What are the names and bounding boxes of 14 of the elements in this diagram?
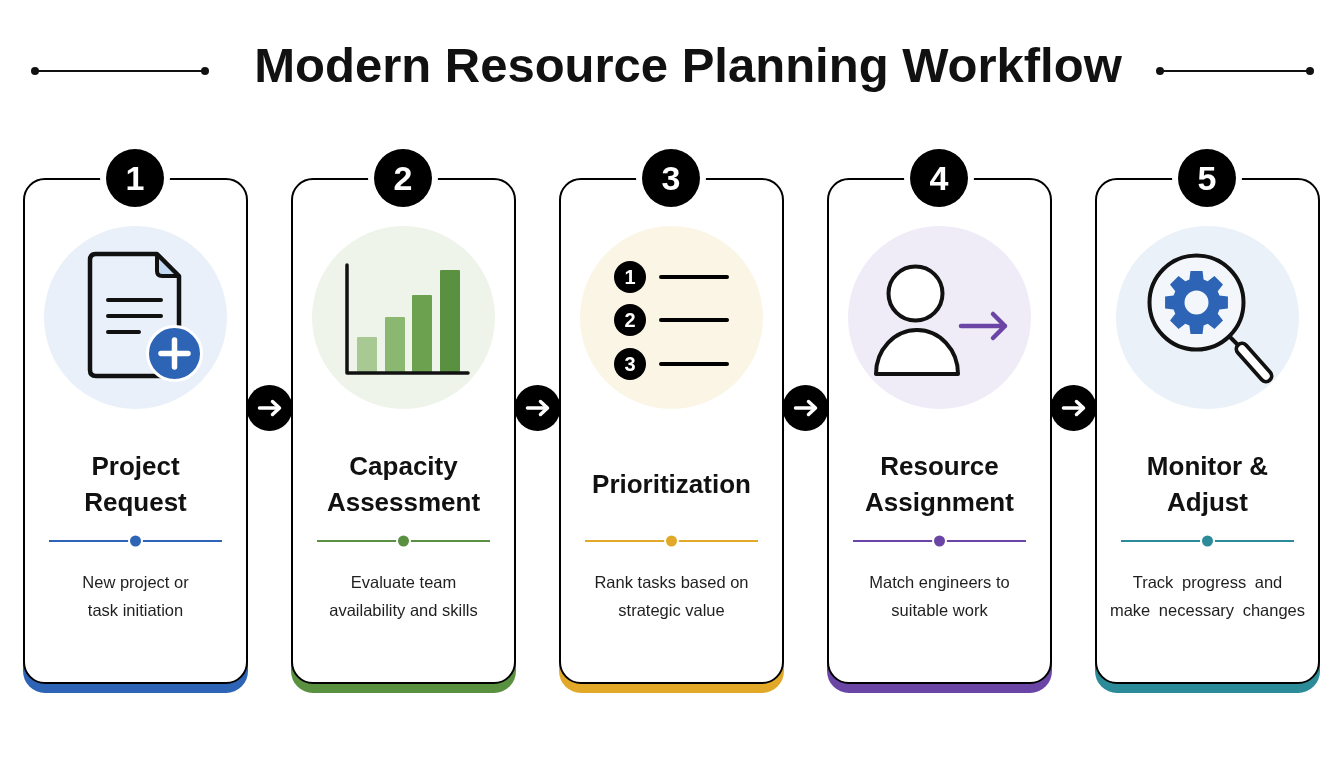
step-title: Prioritization [592, 468, 751, 501]
step-description: Rank tasks based on strategic value [593, 572, 750, 621]
diagram-title: Modern Resource Planning Workflow [254, 37, 1122, 94]
step-description: Match engineers to suitable work [868, 572, 1011, 621]
list-number: 2 [614, 304, 646, 336]
step-title: Capacity Assessment [325, 450, 482, 519]
step-title: Project Request [83, 450, 188, 519]
step-description: New project or task initiation [81, 572, 190, 621]
step-description: Track progress and make necessary changes [1109, 572, 1306, 621]
list-number: 1 [614, 260, 646, 293]
step-title: Resource Assignment [864, 450, 1015, 519]
list-number: 3 [614, 347, 646, 380]
step-description: Evaluate team availability and skills [328, 572, 479, 621]
step-title: Monitor & Adjust [1145, 450, 1270, 519]
